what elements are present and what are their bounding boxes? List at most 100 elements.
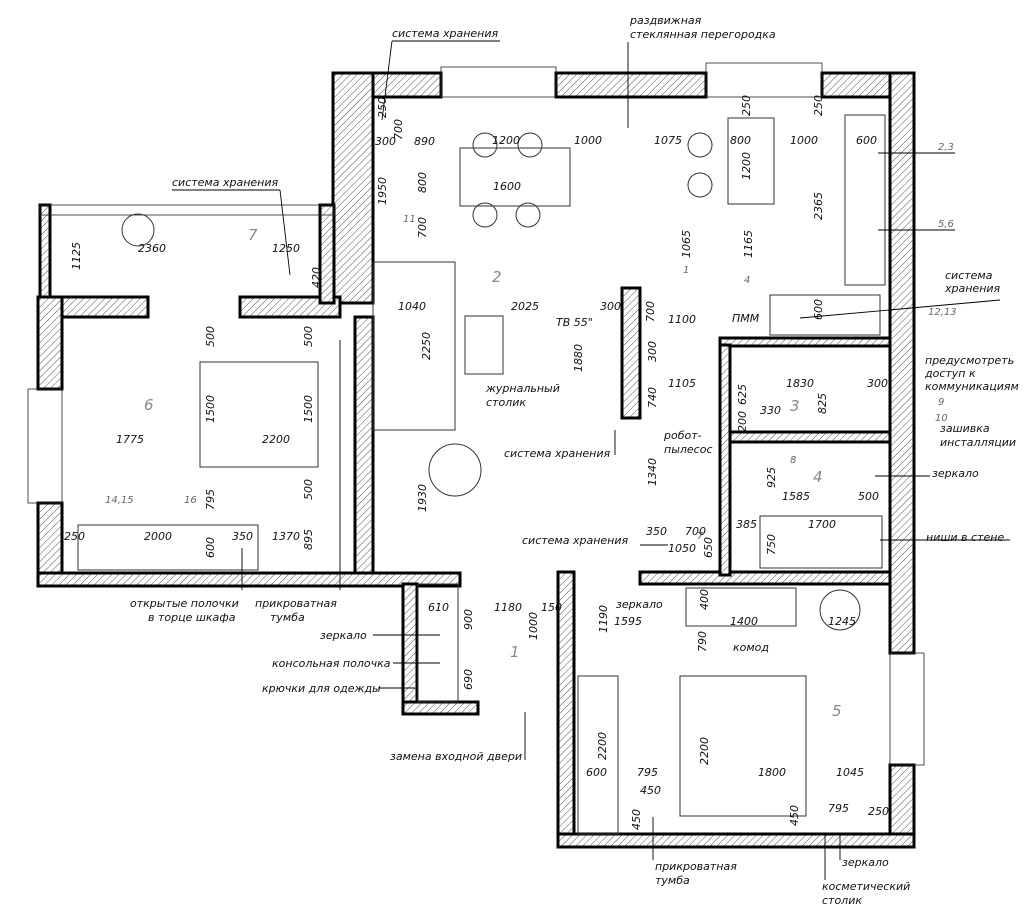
dimension-label: 1105 [668,377,696,390]
tag-1: 1 [683,265,689,276]
dimension-label: 330 [760,404,781,417]
label-vanity-1: косметический [822,880,910,893]
dimension-label: 795 [204,489,217,510]
equipment-tags: 2,3 5,6 12,13 9 10 1 4 8 11 14,15 16 7 [105,142,957,542]
dimension-label: 450 [640,784,661,797]
dimension-label: 420 [310,267,323,288]
dimension-label: 1250 [272,242,300,255]
dimension-label: 350 [646,525,667,538]
dimension-label: 1500 [302,395,315,423]
dimension-label: 250 [376,97,389,118]
window-living [440,66,557,98]
wall-br5-bottom [556,832,916,849]
dimension-label: 300 [375,135,396,148]
wall-br6-top-right [238,295,342,319]
wall-bath-top [718,336,892,348]
wall-hall-bottom [401,700,480,716]
dimension-label: 1930 [416,484,429,512]
balcony-glazing [39,204,335,216]
dimension-label: 895 [302,529,315,550]
dimension-label: 250 [868,805,889,818]
room-number-2: 2 [492,268,502,286]
label-sliding-glass-2: стеклянная перегородка [630,28,776,41]
dimension-label: 1600 [493,180,521,193]
dimension-label: 1000 [527,612,540,640]
sofa [372,261,456,431]
balcony-table [121,213,155,247]
coffee-table [464,315,504,375]
dimension-label: 925 [765,467,778,488]
tag-9: 9 [938,397,944,408]
callout-labels: система хранения раздвижная стеклянная п… [130,14,1019,907]
dimension-label: 385 [736,518,757,531]
dimension-label: 2250 [420,332,433,360]
dimension-label: 890 [414,135,435,148]
dimension-label: 1075 [654,134,682,147]
label-open-shelves-1: открытые полочки [130,597,239,610]
dimension-label: 600 [204,537,217,558]
dimension-label: 700 [416,217,429,238]
dimension-label: 1340 [646,458,659,486]
bathtub [759,515,883,569]
dimension-label: 1950 [376,177,389,205]
dimension-label: 1190 [597,605,610,633]
dimension-label: 2000 [144,530,172,543]
dimension-label: 500 [204,326,217,347]
label-installation-1: зашивка [940,422,990,435]
dimension-label: 600 [812,299,825,320]
room-number-1: 1 [510,643,520,661]
room-number-3: 3 [790,397,800,415]
dimension-label: 1100 [668,313,696,326]
dimension-label: 795 [828,802,849,815]
dimension-label: 795 [637,766,658,779]
dimension-label: 650 [702,537,715,558]
label-storage-right-1: система [945,269,993,282]
label-bedside-left-1: прикроватная [255,597,337,610]
label-mirror-bottom: зеркало [842,856,889,869]
wall-hall-left [401,582,419,716]
window-bedroom6 [27,388,63,504]
dimension-label: 450 [788,805,801,826]
dimension-label: 1000 [574,134,602,147]
tag-5-6: 5,6 [938,219,954,230]
dimension-label: 1165 [742,230,755,258]
dimension-label: 690 [462,669,475,690]
dimension-label: 1000 [790,134,818,147]
tag-12-13: 12,13 [928,307,957,318]
wall-tv [620,286,642,420]
wall-living-left [331,71,375,305]
dimension-label: 1050 [668,542,696,555]
label-storage-top: система хранения [392,27,498,40]
room-number-6: 6 [144,396,154,414]
dimension-label: 300 [600,300,621,313]
label-tv: ТВ 55" [556,316,593,329]
armchair-bedroom5 [819,589,861,631]
wall-right-upper [888,71,916,655]
wardrobe-bedroom6 [77,524,259,571]
wall-br6-left-upper [36,295,64,391]
wall-br5-top [638,570,892,586]
chair [472,202,498,228]
label-bedside-left-2: тумба [270,611,305,624]
label-mirror-hall: зеркало [320,629,367,642]
label-robot-1: робот- [663,429,702,442]
wall-br6-bottom [36,571,462,588]
label-wall-niches: ниши в стене [926,531,1004,544]
label-storage-center: система хранения [504,447,610,460]
label-provide-access-3: коммуникациям [925,380,1019,393]
room-number-4: 4 [813,468,823,486]
label-bedside-bottom-2: тумба [655,874,690,887]
hall-storage [417,583,459,703]
dimension-label: 1045 [836,766,864,779]
armchair-living [428,443,482,497]
dimension-label: 790 [696,631,709,652]
dimension-label: 825 [816,393,829,414]
window-kitchen [705,62,823,98]
label-vanity-2: столик [822,894,862,907]
tag-8: 8 [790,455,796,466]
label-mirror-bath: зеркало [932,467,979,480]
room-number-5: 5 [832,702,842,720]
chair [517,132,543,158]
dimension-label: 900 [462,609,475,630]
